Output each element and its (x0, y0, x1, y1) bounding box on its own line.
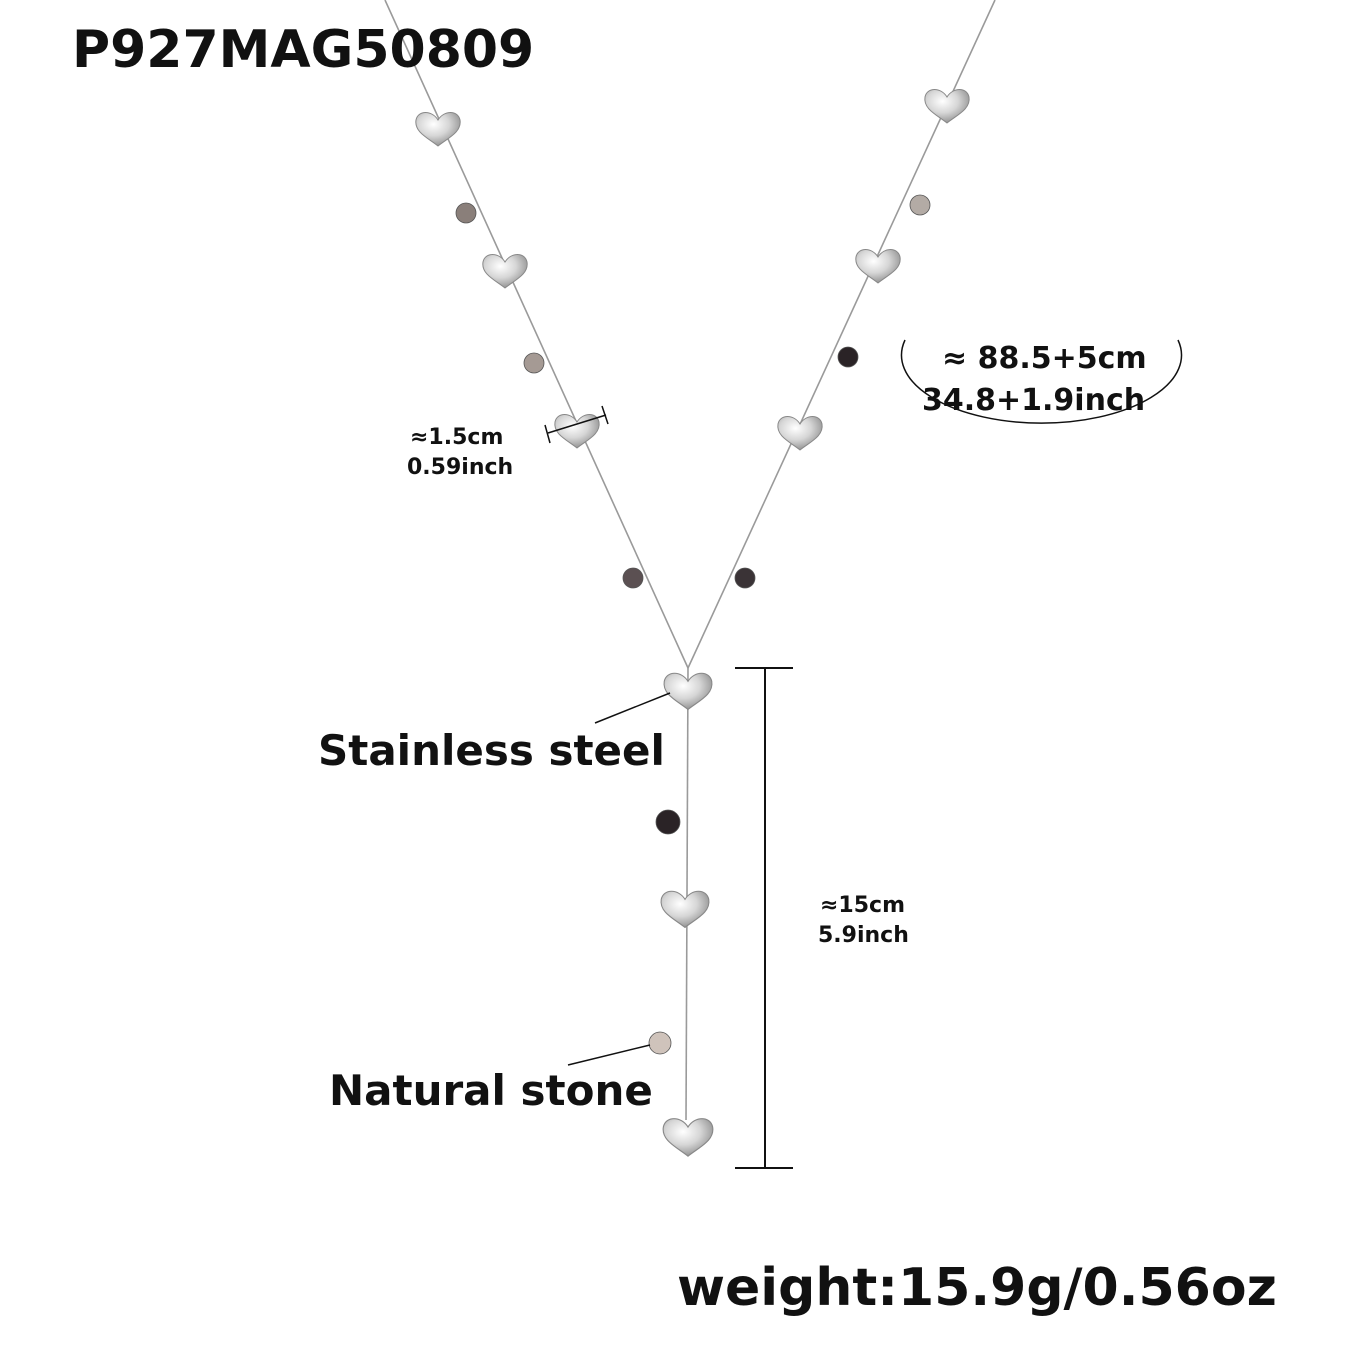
stone-bead (622, 567, 644, 589)
drop-length-inch: 5.9inch (818, 923, 909, 948)
heart-size-marker (544, 405, 609, 444)
stone-leader-line (567, 1044, 651, 1066)
heart-charm (482, 254, 528, 289)
heart-charm (660, 890, 710, 928)
product-code: P927MAG50809 (72, 20, 534, 80)
length-cm: ≈ 88.5+5cm (942, 341, 1147, 376)
stone-bead (648, 1031, 672, 1055)
material-steel-label: Stainless steel (318, 726, 665, 775)
heart-charm (924, 89, 970, 124)
chain (384, 0, 996, 1121)
material-stone-label: Natural stone (329, 1066, 653, 1115)
stone-bead (523, 352, 545, 374)
stone-bead (909, 194, 931, 216)
stone-bead (734, 567, 756, 589)
stone-bead (655, 809, 681, 835)
length-ellipse (900, 339, 1183, 424)
heart-charm (662, 1118, 714, 1157)
drop-length-cm: ≈15cm (820, 893, 905, 918)
stones (455, 194, 931, 1055)
heart-size-cm: ≈1.5cm (410, 425, 503, 450)
stone-bead (455, 202, 477, 224)
length-inch: 34.8+1.9inch (922, 383, 1145, 418)
weight-label: weight:15.9g/0.56oz (677, 1258, 1277, 1318)
drop-length-marker (735, 667, 793, 1169)
steel-leader-line (594, 692, 671, 724)
stone-bead (837, 346, 859, 368)
heart-size-inch: 0.59inch (407, 455, 513, 480)
heart-charm (777, 416, 823, 451)
